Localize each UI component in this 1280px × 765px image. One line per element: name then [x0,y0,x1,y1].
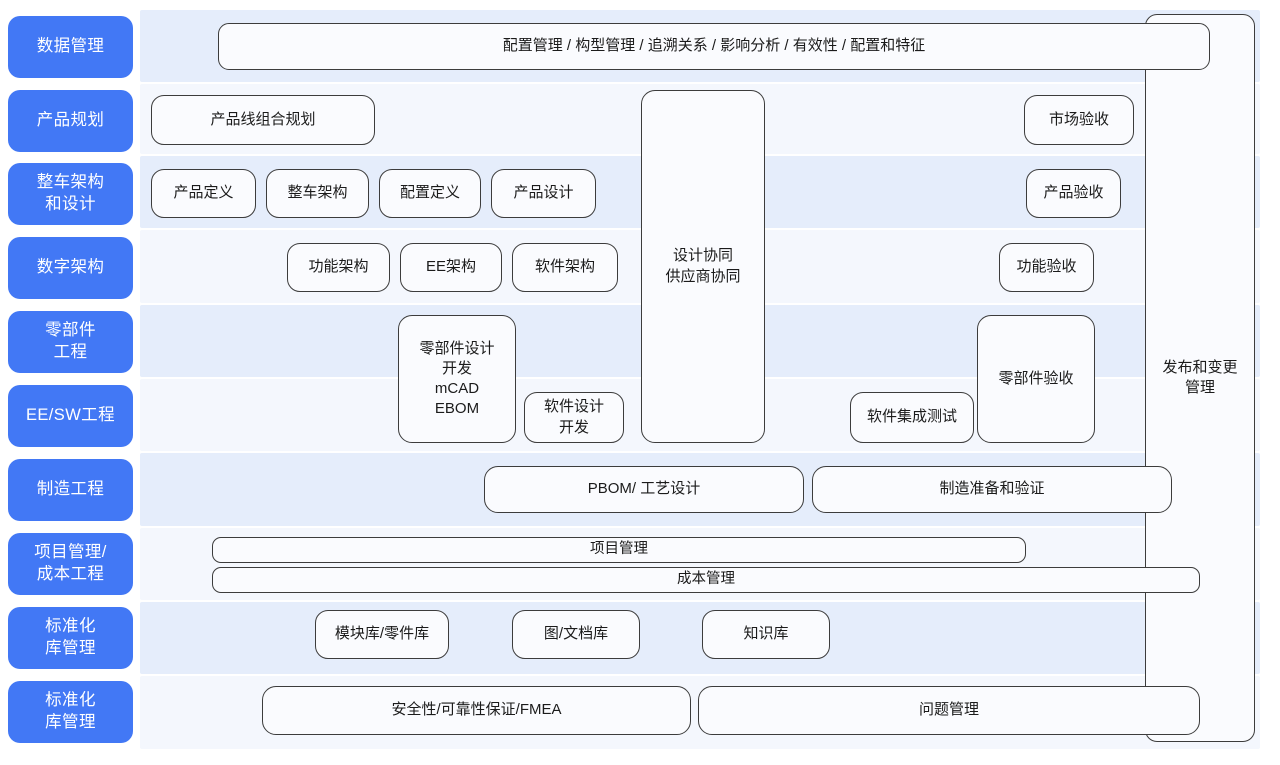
sidebar-item-parts-engineering[interactable]: 零部件 工程 [8,311,133,373]
ee-architecture-card[interactable]: EE架构 [400,243,502,292]
sidebar-item-standard-library-a[interactable]: 标准化 库管理 [8,607,133,669]
issue-management-card[interactable]: 问题管理 [698,686,1200,735]
sidebar-item-label: 标准化 库管理 [45,691,96,731]
sidebar-item-ee-sw-engineering[interactable]: EE/SW工程 [8,385,133,447]
market-acceptance-card[interactable]: 市场验收 [1024,95,1134,145]
sidebar-item-label: 数据管理 [36,37,105,56]
sidebar-item-data-management[interactable]: 数据管理 [8,16,133,78]
sidebar-item-manufacturing[interactable]: 制造工程 [8,459,133,521]
configuration-definition-card[interactable]: 配置定义 [379,169,481,218]
release-change-management-card[interactable]: 发布和变更 管理 [1145,14,1255,742]
sidebar-item-label: 产品规划 [36,111,105,130]
cost-management-bar[interactable]: 成本管理 [212,567,1200,593]
pbom-process-design-card[interactable]: PBOM/ 工艺设计 [484,466,804,513]
project-management-bar[interactable]: 项目管理 [212,537,1026,563]
product-design-card[interactable]: 产品设计 [491,169,596,218]
sidebar-item-vehicle-architecture[interactable]: 整车架构 和设计 [8,163,133,225]
sidebar-item-label: 数字架构 [36,258,105,277]
parts-acceptance-card[interactable]: 零部件验收 [977,315,1095,443]
parts-design-development-card[interactable]: 零部件设计 开发 mCAD EBOM [398,315,516,443]
knowledge-library-card[interactable]: 知识库 [702,610,830,659]
manufacturing-preparation-validation-card[interactable]: 制造准备和验证 [812,466,1172,513]
sidebar-item-label: 整车架构 和设计 [36,173,105,213]
product-line-portfolio-planning-card[interactable]: 产品线组合规划 [151,95,375,145]
software-integration-test-card[interactable]: 软件集成测试 [850,392,974,443]
sidebar-item-project-cost[interactable]: 项目管理/ 成本工程 [8,533,133,595]
sidebar-item-digital-architecture[interactable]: 数字架构 [8,237,133,299]
vehicle-architecture-card[interactable]: 整车架构 [266,169,369,218]
sidebar-item-standard-library-b[interactable]: 标准化 库管理 [8,681,133,743]
software-architecture-card[interactable]: 软件架构 [512,243,618,292]
sidebar-item-product-planning[interactable]: 产品规划 [8,90,133,152]
sidebar-item-label: 标准化 库管理 [45,617,96,657]
row-stripe-standard-library-a [140,602,1260,674]
design-supplier-collaboration-card[interactable]: 设计协同 供应商协同 [641,90,765,443]
sidebar-item-label: 零部件 工程 [45,321,96,361]
functional-acceptance-card[interactable]: 功能验收 [999,243,1094,292]
software-design-development-card[interactable]: 软件设计 开发 [524,392,624,443]
drawing-document-library-card[interactable]: 图/文档库 [512,610,640,659]
product-acceptance-card[interactable]: 产品验收 [1026,169,1121,218]
module-part-library-card[interactable]: 模块库/零件库 [315,610,449,659]
sidebar-item-label: 项目管理/ 成本工程 [34,543,107,583]
safety-reliability-fmea-card[interactable]: 安全性/可靠性保证/FMEA [262,686,691,735]
product-definition-card[interactable]: 产品定义 [151,169,256,218]
functional-architecture-card[interactable]: 功能架构 [287,243,390,292]
configuration-management-banner[interactable]: 配置管理 / 构型管理 / 追溯关系 / 影响分析 / 有效性 / 配置和特征 [218,23,1210,70]
sidebar-item-label: EE/SW工程 [26,406,115,425]
sidebar-item-label: 制造工程 [36,480,105,499]
